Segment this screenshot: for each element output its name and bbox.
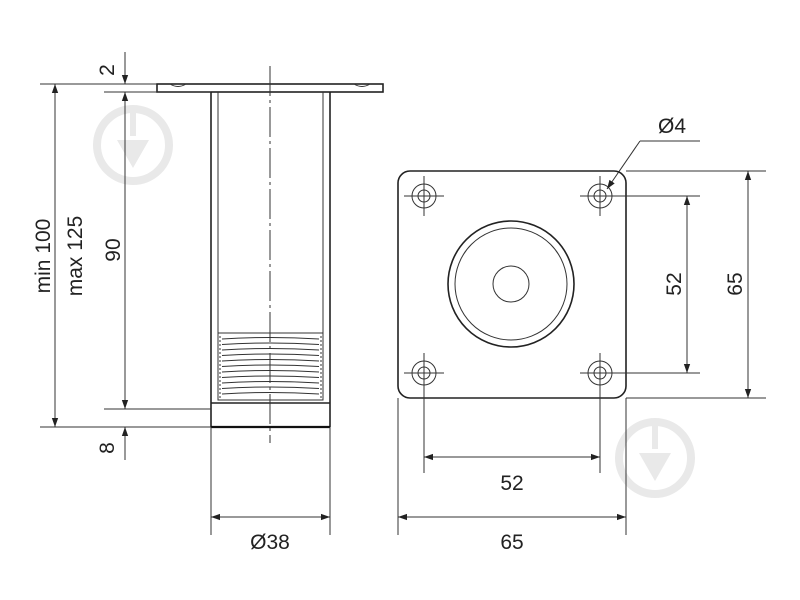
top-view: Ø4 52 65 52 65 (397, 115, 766, 554)
dim-bottom-gap: 8 (96, 442, 119, 454)
screw-hole (404, 176, 444, 216)
center-hole-circle (492, 265, 530, 303)
dim-height-max: max 125 (64, 216, 87, 297)
dim-hole-spacing-horizontal: 52 (500, 472, 523, 495)
dim-height-tube: 90 (102, 238, 125, 261)
dim-leg-diameter: Ø38 (250, 531, 290, 554)
thread-line (221, 392, 320, 395)
dim-hole-diameter: Ø4 (658, 115, 686, 138)
dim-top-gap: 2 (96, 64, 119, 76)
dim-plate-height: 65 (724, 272, 747, 295)
watermark-logo-icon (615, 418, 695, 498)
mounting-plate-top (397, 170, 627, 399)
thread-line (221, 342, 320, 345)
side-view: 2 min 100 max 125 90 8 Ø38 (32, 52, 384, 554)
dim-hole-spacing-vertical: 52 (663, 272, 686, 295)
watermark-logo-icon (93, 105, 173, 185)
leg-outer-circle (447, 220, 575, 348)
dim-plate-width: 65 (500, 531, 523, 554)
dim-height-min: min 100 (32, 219, 55, 294)
